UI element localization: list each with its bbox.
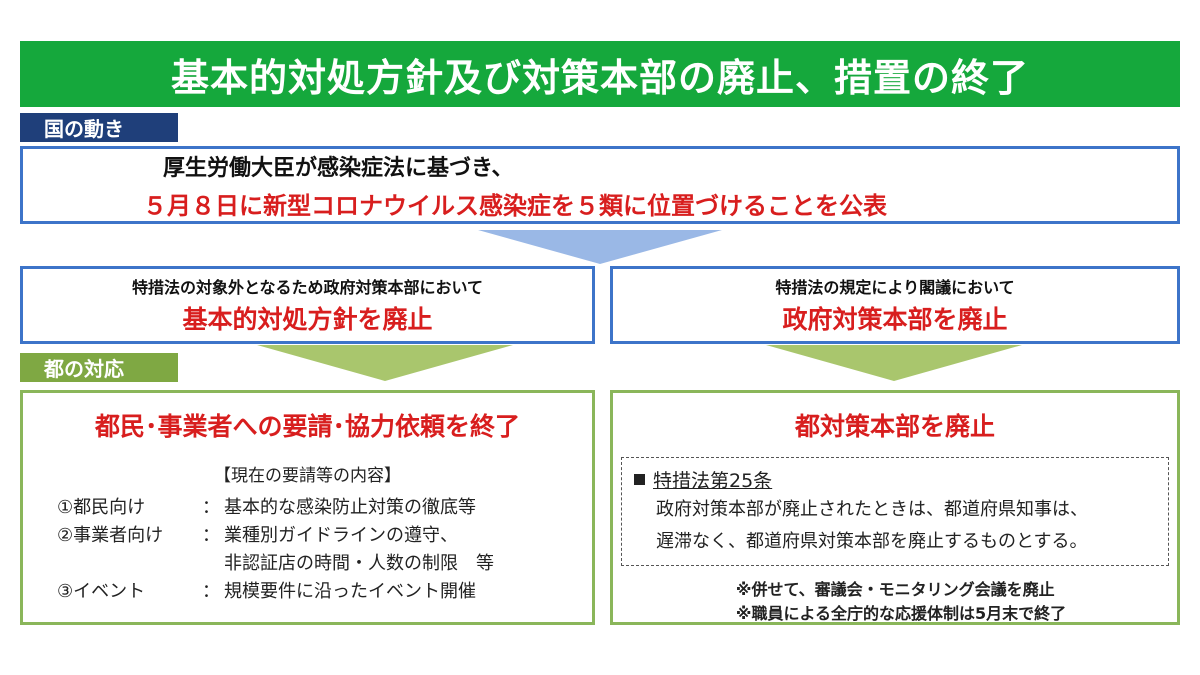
request-value: 基本的な感染防止対策の徹底等 (224, 497, 476, 518)
current-requests-heading: 【現在の要請等の内容】 (214, 466, 401, 486)
law-article-line-2: 遅滞なく、都道府県対策本部を廃止するものとする。 (656, 531, 1088, 552)
requests-end-title: 都民･事業者への要請･協力依頼を終了 (94, 412, 520, 441)
page-title: 基本的対処方針及び対策本部の廃止、措置の終了 (170, 55, 1029, 100)
law-article-line-1: 政府対策本部が廃止されたときは、都道府県知事は、 (656, 499, 1088, 520)
request-label: ①都民向け (57, 497, 146, 518)
request-label: ②事業者向け (57, 525, 164, 546)
national-announcement-box: 厚生労働大臣が感染症法に基づき、 ５月８日に新型コロナウイルス感染症を５類に位置… (20, 146, 1180, 224)
request-colon (202, 550, 224, 578)
notes: ※併せて、審議会・モニタリング会議を廃止 ※職員による全庁的な応援体制は5月末で… (724, 578, 1066, 626)
law-article-box: 特措法第25条 政府対策本部が廃止されたときは、都道府県知事は、 遅滞なく、都道… (621, 457, 1169, 566)
down-arrow-green-right (766, 345, 1022, 381)
requests-end-box: 都民･事業者への要請･協力依頼を終了 【現在の要請等の内容】 ①都民向け ： 基… (20, 390, 595, 625)
metro-hq-box: 都対策本部を廃止 特措法第25条 政府対策本部が廃止されたときは、都道府県知事は… (610, 390, 1180, 625)
note-2: ※職員による全庁的な応援体制は5月末で終了 (735, 604, 1067, 623)
request-value: 規模要件に沿ったイベント開催 (224, 581, 476, 602)
request-value: 業種別ガイドラインの遵守、 (224, 525, 458, 546)
request-label (57, 550, 202, 578)
request-item: 非認証店の時間・人数の制限 等 (57, 550, 592, 578)
announcement-line-1: 厚生労働大臣が感染症法に基づき、 (163, 155, 514, 181)
title-banner: 基本的対処方針及び対策本部の廃止、措置の終了 (20, 41, 1180, 107)
request-item: ①都民向け ： 基本的な感染防止対策の徹底等 (57, 494, 592, 522)
requests-list: ①都民向け ： 基本的な感染防止対策の徹底等 ②事業者向け ： 業種別ガイドライ… (23, 494, 592, 606)
basic-policy-headline: 基本的対処方針を廃止 (182, 305, 433, 334)
request-item: ③イベント ： 規模要件に沿ったイベント開催 (57, 578, 592, 606)
square-bullet-icon (634, 474, 645, 485)
down-arrow-green-left (257, 345, 513, 381)
note-1: ※併せて、審議会・モニタリング会議を廃止 (735, 580, 1055, 599)
basic-policy-caption: 特措法の対象外となるため政府対策本部において (131, 278, 484, 297)
down-arrow-blue (478, 230, 722, 264)
government-hq-caption: 特措法の規定により閣議において (775, 278, 1015, 297)
request-colon: ： (202, 581, 220, 602)
request-colon: ： (202, 525, 220, 546)
metro-section-tab: 都の対応 (20, 353, 178, 382)
law-article-name: 特措法第25条 (653, 470, 773, 492)
metro-hq-title: 都対策本部を廃止 (794, 412, 995, 441)
request-colon: ： (202, 497, 220, 518)
request-item: ②事業者向け ： 業種別ガイドラインの遵守、 (57, 522, 592, 550)
basic-policy-box: 特措法の対象外となるため政府対策本部において 基本的対処方針を廃止 (20, 266, 595, 344)
request-value: 非認証店の時間・人数の制限 等 (224, 553, 494, 574)
national-section-tab: 国の動き (20, 113, 178, 142)
announcement-line-2: ５月８日に新型コロナウイルス感染症を５類に位置づけることを公表 (143, 191, 887, 220)
request-label: ③イベント (57, 581, 146, 602)
government-hq-headline: 政府対策本部を廃止 (782, 305, 1008, 334)
law-article-heading: 特措法第25条 (634, 466, 1158, 493)
government-hq-box: 特措法の規定により閣議において 政府対策本部を廃止 (610, 266, 1180, 344)
